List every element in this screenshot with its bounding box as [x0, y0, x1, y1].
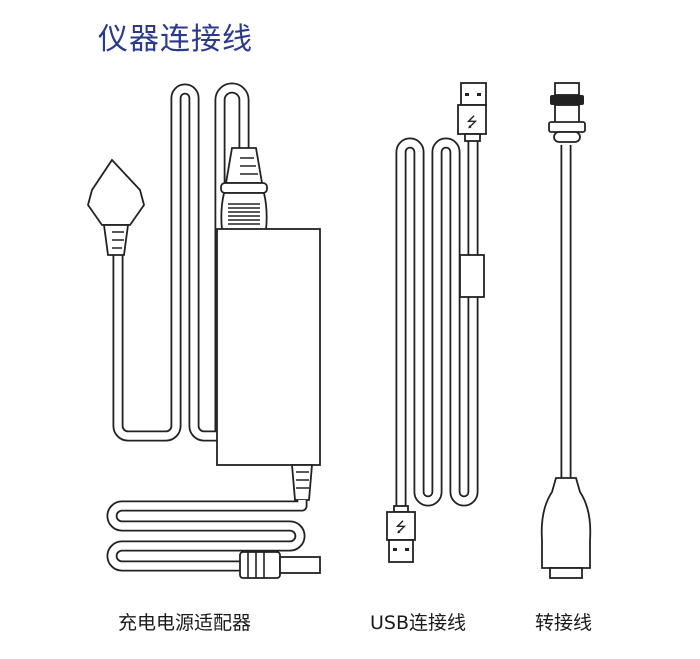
usb-plug-top-icon	[460, 82, 487, 106]
ac-plug-icon	[87, 158, 145, 226]
adapter-cable-illustration	[540, 82, 592, 579]
svg-text:⭍: ⭍	[466, 115, 478, 131]
adapter-box	[216, 228, 321, 466]
label-adapter-cable: 转接线	[535, 612, 593, 634]
label-usb-cable: USB连接线	[370, 612, 467, 634]
power-adapter-illustration	[87, 82, 321, 579]
usb-plug-bottom-icon	[386, 511, 416, 541]
page-title: 仪器连接线	[98, 22, 253, 57]
connector-housing	[540, 477, 592, 569]
label-power-adapter: 充电电源适配器	[118, 612, 252, 634]
svg-text:⭍: ⭍	[395, 520, 407, 536]
dc-plug-icon	[239, 551, 281, 579]
usb-cable-illustration: ⭍ ⭍	[386, 82, 487, 563]
ferrite-core	[459, 254, 485, 298]
